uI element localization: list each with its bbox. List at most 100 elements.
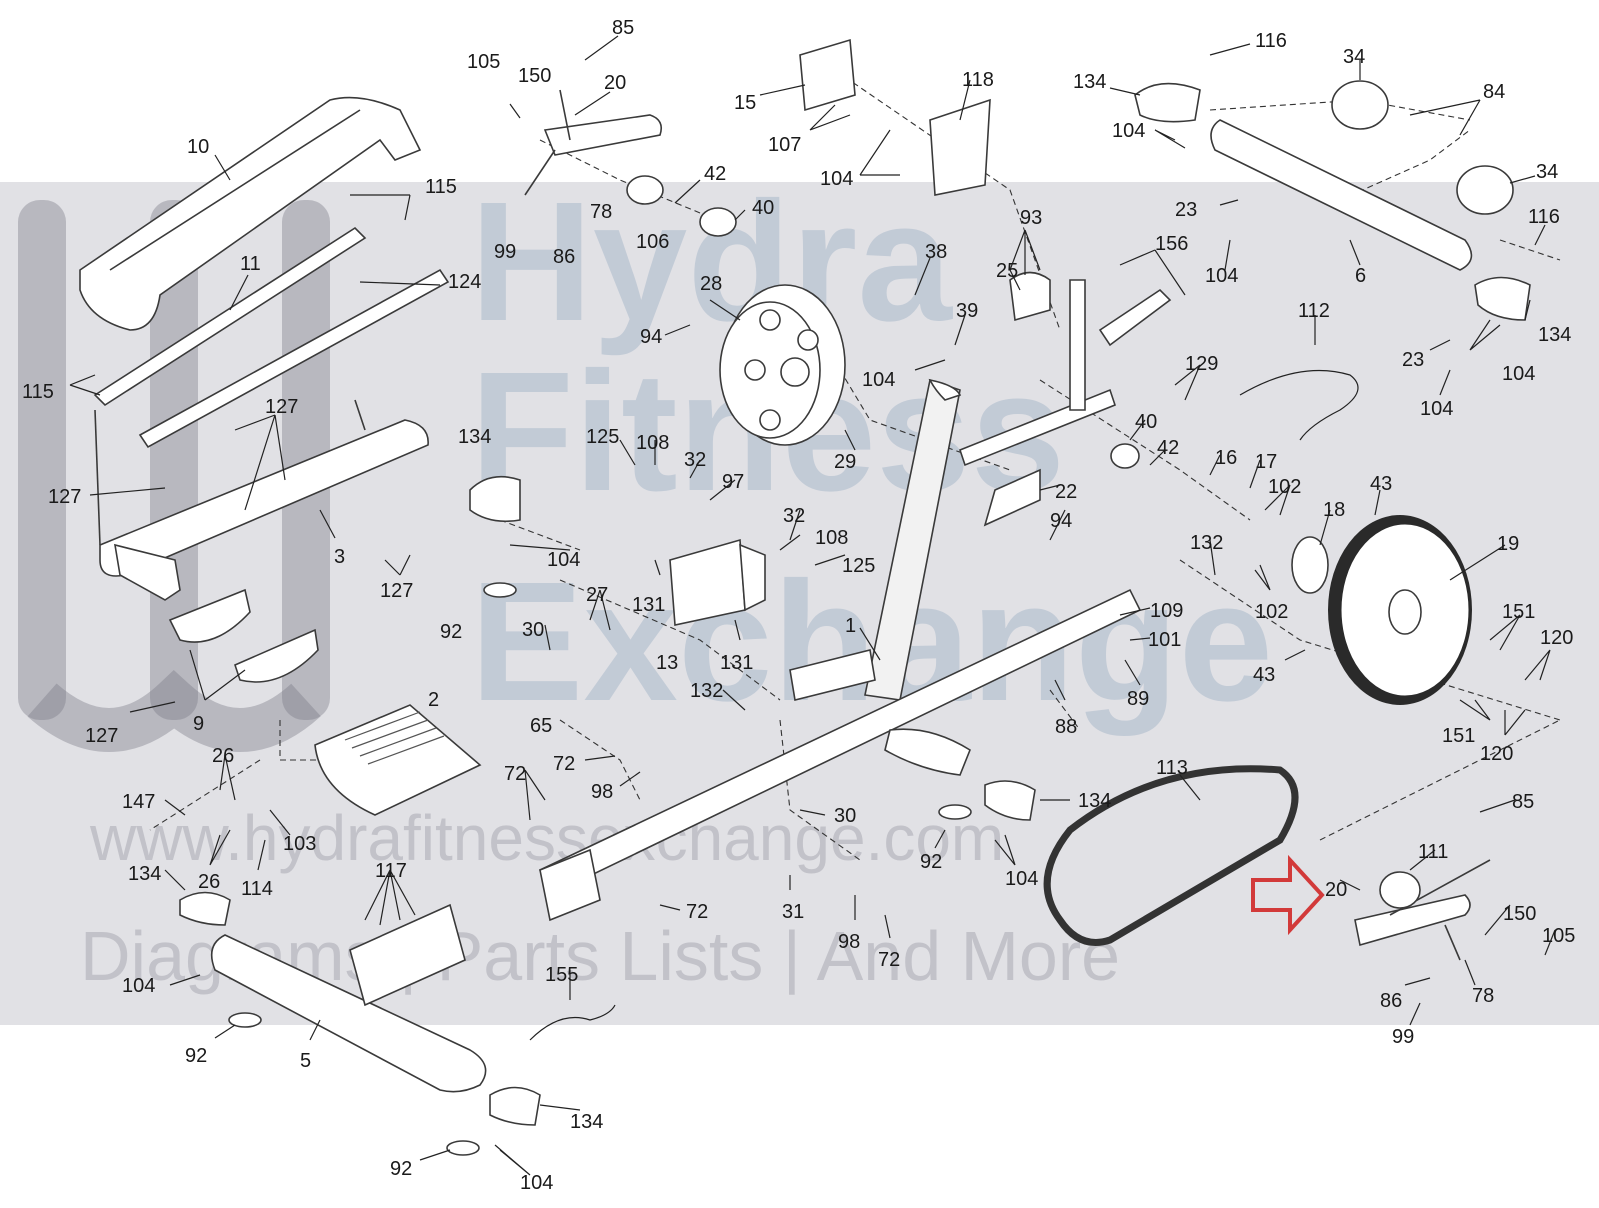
callout-40a: 40 — [752, 197, 774, 219]
callout-29: 29 — [834, 451, 856, 473]
callout-108b: 108 — [815, 527, 848, 549]
callout-86b: 86 — [1380, 990, 1402, 1012]
callout-105a: 105 — [467, 51, 500, 73]
callout-93: 93 — [1020, 207, 1042, 229]
callout-131b: 131 — [720, 652, 753, 674]
callout-134a: 134 — [458, 426, 491, 448]
callout-151a: 151 — [1502, 601, 1535, 623]
callout-78a: 78 — [590, 201, 612, 223]
callout-107: 107 — [768, 134, 801, 156]
callout-2: 2 — [428, 689, 439, 711]
callout-114: 114 — [241, 878, 273, 900]
callout-102b: 102 — [1255, 601, 1288, 623]
part-11-bar — [93, 226, 367, 407]
part-155-cable — [529, 1004, 616, 1041]
callout-92c: 92 — [390, 1158, 412, 1180]
callout-99b: 99 — [1392, 1026, 1414, 1048]
callout-116b: 116 — [1528, 206, 1560, 228]
callout-26b: 26 — [198, 871, 220, 893]
callout-113: 113 — [1156, 757, 1188, 779]
callout-150a: 150 — [518, 65, 551, 87]
callout-125a: 125 — [586, 426, 619, 448]
callout-15: 15 — [734, 92, 756, 114]
callout-20b: 20 — [1325, 879, 1347, 901]
callout-104d: 104 — [122, 975, 155, 997]
callout-156: 156 — [1155, 233, 1188, 255]
callout-134f: 134 — [1078, 790, 1111, 812]
callout-88: 88 — [1055, 716, 1077, 738]
callout-104i: 104 — [1420, 398, 1453, 420]
callout-150b: 150 — [1503, 903, 1536, 925]
part-15-control-board — [799, 38, 856, 112]
callout-1: 1 — [845, 615, 856, 637]
part-40-bearing — [699, 207, 1140, 469]
callout-43a: 43 — [1370, 473, 1392, 495]
callout-19: 19 — [1497, 533, 1519, 555]
watermark-brand-line3: Exchange — [470, 547, 1273, 737]
callout-102a: 102 — [1268, 476, 1301, 498]
callout-30b: 30 — [834, 805, 856, 827]
callout-124: 124 — [448, 271, 481, 293]
callout-38: 38 — [925, 241, 947, 263]
callout-129: 129 — [1185, 353, 1218, 375]
part-1-main-frame — [538, 279, 1172, 922]
part-28-flywheel — [719, 284, 846, 446]
callout-103: 103 — [283, 833, 316, 855]
callout-65: 65 — [530, 715, 552, 737]
callout-127d: 127 — [85, 725, 118, 747]
callout-104b: 104 — [862, 369, 895, 391]
part-2-cover — [314, 704, 482, 816]
callout-92b: 92 — [185, 1045, 207, 1067]
callout-78b: 78 — [1472, 985, 1494, 1007]
callout-84: 84 — [1483, 81, 1505, 103]
callout-22: 22 — [1055, 481, 1077, 503]
callout-11: 11 — [240, 253, 261, 275]
callout-127c: 127 — [380, 580, 413, 602]
callout-134c: 134 — [570, 1111, 603, 1133]
part-124-rod — [138, 268, 450, 449]
callout-85b: 85 — [1512, 791, 1534, 813]
callout-34a: 34 — [1343, 46, 1365, 68]
callout-98b: 98 — [838, 931, 860, 953]
callout-86a: 86 — [553, 246, 575, 268]
part-22-idler-arm — [983, 468, 1041, 527]
callout-104h: 104 — [1502, 363, 1535, 385]
callout-109: 109 — [1150, 600, 1183, 622]
assembly-guide-lines — [149, 59, 1561, 861]
callout-30a: 30 — [522, 619, 544, 641]
part-92-feet — [228, 582, 972, 1156]
callout-5: 5 — [300, 1050, 311, 1072]
callout-72a: 72 — [553, 753, 575, 775]
part-34-rollers — [1331, 80, 1514, 215]
callout-27: 27 — [586, 584, 608, 606]
watermark-brand-line1: Hydra — [470, 167, 953, 357]
callout-104a: 104 — [820, 168, 853, 190]
callout-155: 155 — [545, 964, 578, 986]
callout-17: 17 — [1255, 451, 1277, 473]
callout-127a: 127 — [265, 396, 298, 418]
callout-132b: 132 — [1190, 532, 1223, 554]
watermark-url: www.hydrafitnessexchange.com — [89, 802, 1004, 874]
callout-117: 117 — [375, 860, 407, 882]
callout-104f: 104 — [1112, 120, 1145, 142]
part-3-frame — [94, 399, 429, 601]
callout-92d: 92 — [920, 851, 942, 873]
callout-23b: 23 — [1402, 349, 1424, 371]
callout-92a: 92 — [440, 621, 462, 643]
callout-25: 25 — [996, 260, 1018, 282]
callout-3: 3 — [334, 546, 345, 568]
callout-42a: 42 — [704, 163, 726, 185]
part-13-resistance-unit — [669, 538, 766, 626]
callout-20a: 20 — [604, 72, 626, 94]
callout-134e: 134 — [1538, 324, 1571, 346]
callout-147: 147 — [122, 791, 155, 813]
callout-98a: 98 — [591, 781, 613, 803]
callout-labels: 85 105 150 20 10 115 11 124 115 127 127 … — [22, 17, 1575, 1194]
callout-104g: 104 — [1205, 265, 1238, 287]
part-111-bushing — [1379, 871, 1421, 909]
leader-lines — [69, 35, 1556, 1176]
callout-72d: 72 — [878, 949, 900, 971]
callout-115a: 115 — [425, 176, 457, 198]
callout-104e: 104 — [520, 1172, 553, 1194]
